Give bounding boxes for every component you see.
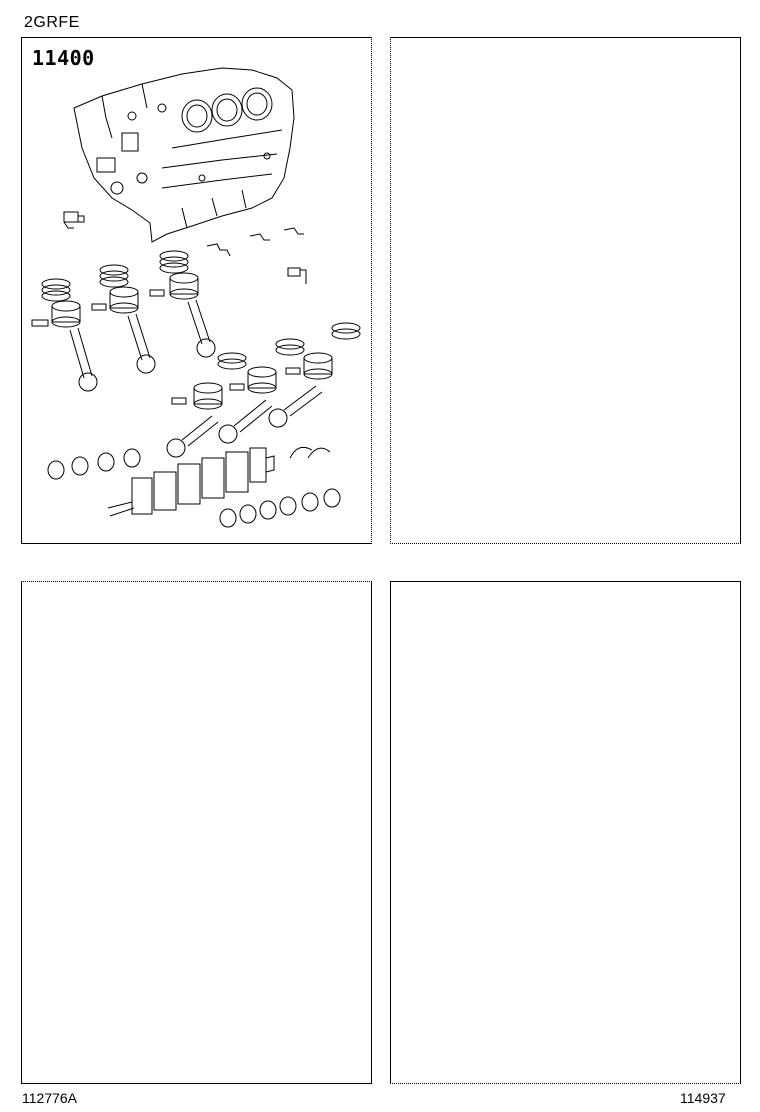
cylinder-block-drawing — [74, 68, 294, 242]
piston-ring-set-right — [160, 251, 188, 273]
parts-panel-empty-2[interactable] — [390, 37, 741, 544]
piston-right — [170, 273, 198, 299]
piston-pin-drawings — [32, 290, 164, 326]
parts-panel-11400[interactable]: 11400 — [21, 37, 372, 544]
main-bearings-left — [48, 449, 140, 479]
main-bearings-right — [220, 489, 340, 527]
piston-ring-set-left — [42, 279, 70, 301]
thrust-washer-drawing — [290, 447, 330, 458]
piston-left — [52, 301, 80, 327]
short-block-assembly-illustration — [22, 38, 373, 545]
parts-panel-empty-4[interactable] — [390, 581, 741, 1084]
part-number-label: 11400 — [32, 46, 95, 70]
piston-pin-bank2 — [172, 368, 300, 404]
engine-code: 2GRFE — [24, 14, 80, 31]
oil-jet-drawings — [207, 228, 304, 256]
connecting-rods-upper — [70, 300, 215, 391]
piston-ring-set-center — [100, 265, 128, 287]
parts-panel-empty-3[interactable] — [21, 581, 372, 1084]
connecting-rods-lower — [167, 386, 322, 457]
piston-center — [110, 287, 138, 313]
illustration-code-right: 114937 — [680, 1090, 726, 1106]
knock-sensor-drawing — [64, 212, 84, 228]
piston-ring-set-bank2 — [218, 323, 360, 369]
illustration-code-left: 112776A — [22, 1090, 78, 1106]
plug-drawing — [288, 268, 306, 284]
piston-bank2 — [194, 353, 332, 409]
crankshaft-drawing — [108, 448, 274, 516]
